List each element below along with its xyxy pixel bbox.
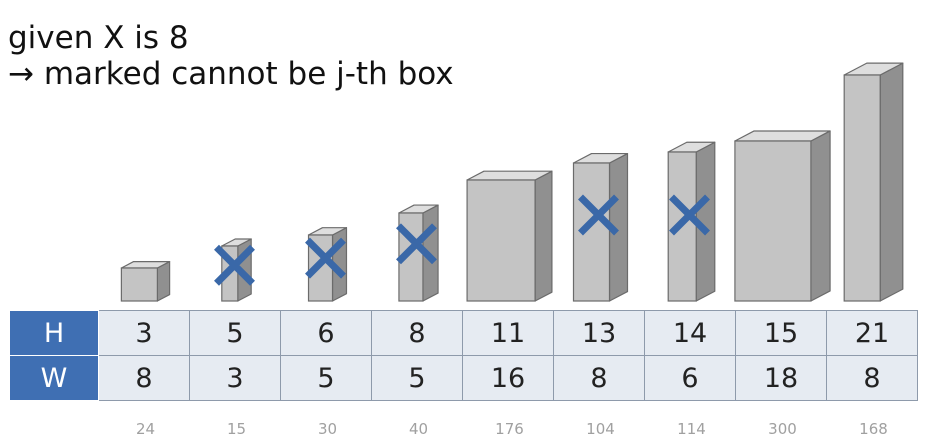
area-value: 30 bbox=[317, 420, 338, 438]
width-cell: 8 bbox=[98, 355, 190, 401]
title-line-2: → marked cannot be j-th box bbox=[8, 56, 454, 93]
box-side-face bbox=[534, 170, 553, 302]
boxes-illustration bbox=[120, 62, 904, 302]
area-value: 176 bbox=[495, 420, 524, 438]
box-front-face bbox=[572, 162, 611, 302]
cross-mark-icon bbox=[396, 223, 437, 265]
width-cell: 3 bbox=[189, 355, 281, 401]
width-cell: 5 bbox=[280, 355, 372, 401]
area-value: 40 bbox=[408, 420, 429, 438]
box-front-face bbox=[843, 74, 881, 302]
width-cell: 8 bbox=[553, 355, 645, 401]
height-cell: 11 bbox=[462, 310, 554, 356]
area-row: 24 15 30 40 176 104 114 300 168 bbox=[100, 420, 919, 438]
area-value: 168 bbox=[859, 420, 888, 438]
box-front-face bbox=[734, 140, 812, 302]
diagram-title: given X is 8 → marked cannot be j-th box bbox=[8, 20, 454, 93]
box-front-face bbox=[466, 179, 536, 302]
width-row-label: W bbox=[9, 355, 99, 401]
width-cell: 18 bbox=[735, 355, 827, 401]
area-value: 104 bbox=[586, 420, 615, 438]
area-value: 15 bbox=[226, 420, 247, 438]
height-row-label: H bbox=[9, 310, 99, 356]
height-cell: 14 bbox=[644, 310, 736, 356]
cross-mark-icon bbox=[305, 237, 346, 279]
width-cell: 16 bbox=[462, 355, 554, 401]
area-value: 300 bbox=[768, 420, 797, 438]
cross-mark-icon bbox=[669, 194, 710, 236]
height-cell: 21 bbox=[826, 310, 918, 356]
box-side-face bbox=[879, 62, 904, 302]
area-value: 114 bbox=[677, 420, 706, 438]
box-front-face bbox=[120, 267, 158, 302]
height-cell: 15 bbox=[735, 310, 827, 356]
title-line-1: given X is 8 bbox=[8, 20, 189, 56]
width-cell: 6 bbox=[644, 355, 736, 401]
box-side-face bbox=[810, 130, 831, 302]
height-cell: 6 bbox=[280, 310, 372, 356]
height-cell: 13 bbox=[553, 310, 645, 356]
height-cell: 5 bbox=[189, 310, 281, 356]
height-cell: 3 bbox=[98, 310, 190, 356]
width-cell: 5 bbox=[371, 355, 463, 401]
cross-mark-icon bbox=[214, 244, 255, 286]
height-cell: 8 bbox=[371, 310, 463, 356]
width-cell: 8 bbox=[826, 355, 918, 401]
area-value: 24 bbox=[135, 420, 156, 438]
cross-mark-icon bbox=[578, 194, 619, 236]
